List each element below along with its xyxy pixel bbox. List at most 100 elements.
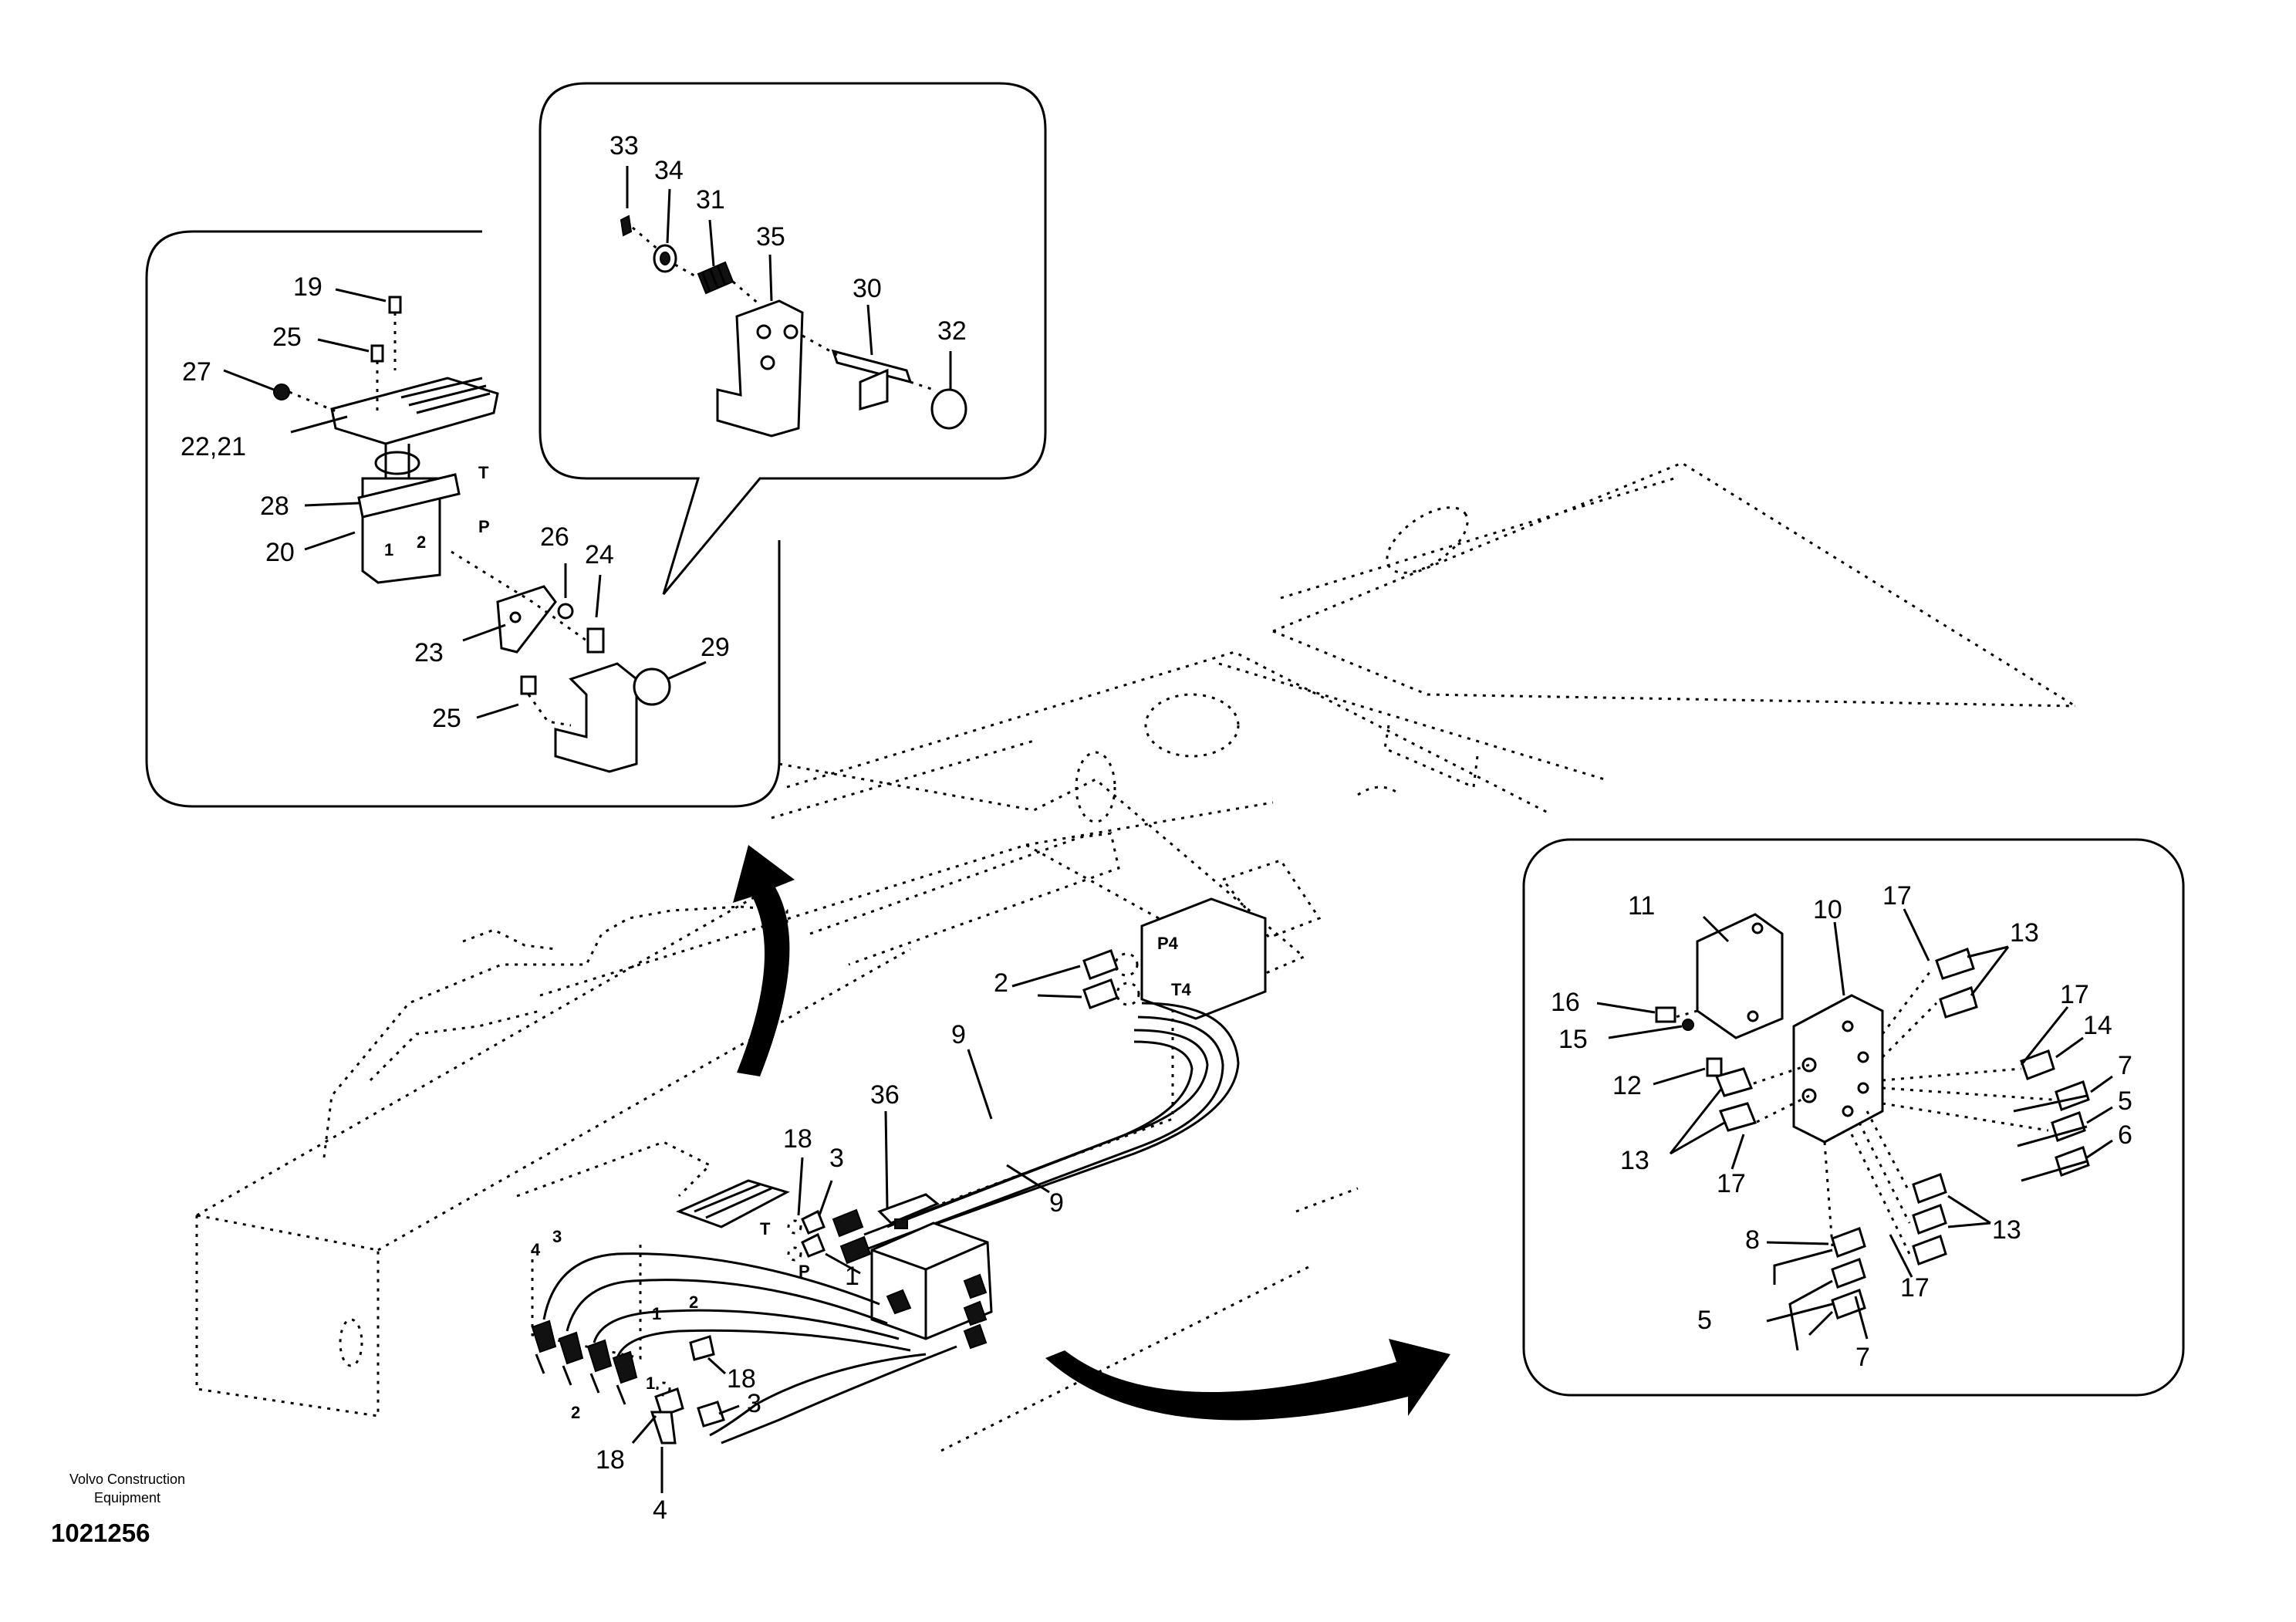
knob-29 (633, 667, 671, 706)
cover-plate-11 (1696, 913, 1784, 1039)
callout-17-top: 17 (1882, 881, 1912, 911)
callout-2-main: 2 (994, 968, 1008, 998)
callout-17-right: 17 (2060, 980, 2089, 1009)
bolt-25-top (370, 344, 384, 417)
port-mark-t: T (478, 463, 489, 482)
port-mark-1: 1 (384, 540, 393, 559)
callout-10: 10 (1813, 895, 1842, 924)
lever-bracket (554, 662, 638, 773)
port-mark-2: 2 (417, 532, 426, 552)
callout-9-low: 9 (1049, 1188, 1064, 1218)
callout-3-main: 3 (829, 1144, 844, 1173)
bolt-24 (586, 627, 605, 654)
callout-33: 33 (609, 131, 639, 161)
callout-24: 24 (585, 540, 614, 569)
callout-5-right: 5 (2118, 1086, 2132, 1116)
port-mark-1-main: 1 (652, 1304, 661, 1323)
callout-7-low: 7 (1855, 1343, 1870, 1372)
callout-12: 12 (1612, 1071, 1642, 1100)
hose-ends-valve (832, 1208, 988, 1350)
callout-13-left: 13 (1620, 1146, 1649, 1175)
callout-9-top: 9 (951, 1020, 966, 1049)
callout-16: 16 (1551, 988, 1580, 1017)
machine-frame-outline (195, 461, 2076, 1452)
callout-19: 19 (293, 272, 322, 302)
callout-17-low: 17 (1900, 1273, 1930, 1303)
valve-block-10 (1792, 994, 1884, 1144)
callout-35: 35 (756, 222, 785, 252)
callout-15: 15 (1558, 1025, 1588, 1054)
port-mark-2-low: 2 (571, 1403, 580, 1422)
bolt-16 (1655, 1006, 1676, 1023)
callout-18-main: 18 (783, 1124, 812, 1154)
nut-27 (273, 384, 290, 400)
callout-25-top: 25 (272, 323, 302, 352)
callout-5-left: 5 (1697, 1306, 1712, 1335)
valve-block-detail-panel: 11 10 17 13 17 14 7 5 6 16 15 12 13 17 1… (1522, 838, 2185, 1397)
arrow-to-valve-detail (1045, 1339, 1450, 1421)
callout-8: 8 (1745, 1225, 1760, 1255)
bolt-25-low (520, 675, 537, 695)
callout-18-low: 18 (727, 1364, 756, 1394)
callout-11: 11 (1628, 891, 1655, 921)
pin-33 (620, 215, 633, 237)
linkage-detail-panel: 33 34 31 35 30 32 (539, 82, 1047, 595)
fittings-3-4-18: T P 1 2 1 2 3 4 (531, 1209, 826, 1445)
pilot-block-p4-t4: P4 T4 (1140, 897, 1267, 1020)
knob-32 (930, 388, 967, 430)
bracket-23 (496, 585, 557, 654)
callout-4: 4 (653, 1495, 667, 1525)
callout-17-left: 17 (1717, 1169, 1746, 1198)
callout-34: 34 (654, 156, 684, 185)
pedal-spring-plate (357, 473, 461, 519)
bolt-19 (388, 296, 402, 370)
callout-30: 30 (853, 274, 882, 303)
drawing-number: 1021256 (51, 1519, 150, 1547)
port-mark-1-low: 1 (646, 1374, 655, 1393)
callout-26: 26 (540, 522, 569, 552)
callout-29: 29 (701, 633, 730, 662)
port-mark-p-main: P (799, 1262, 810, 1281)
callout-27: 27 (182, 357, 211, 387)
bracket-35 (716, 299, 804, 438)
pedal-detail-panel: 1 2 T P 19 25 27 22,21 28 2 (145, 230, 781, 808)
port-mark-2-main: 2 (689, 1293, 698, 1312)
hose-ends-left (531, 1320, 638, 1405)
callout-6: 6 (2118, 1120, 2132, 1150)
callout-14: 14 (2083, 1011, 2112, 1040)
port-mark-4-main: 4 (531, 1240, 541, 1259)
port-mark-t-main: T (760, 1219, 771, 1238)
fittings-right (2020, 1049, 2090, 1177)
port-mark-p: P (478, 517, 490, 536)
washer-26 (557, 603, 574, 620)
callout-13-top: 13 (2010, 918, 2039, 948)
port-mark-p4: P4 (1157, 934, 1179, 953)
callout-13-low: 13 (1992, 1215, 2021, 1245)
plug-12 (1706, 1057, 1723, 1077)
hoses-9 (863, 1002, 1240, 1252)
callout-36: 36 (870, 1080, 900, 1110)
callout-32: 32 (937, 316, 967, 346)
pedal-plate (330, 377, 499, 445)
fittings-lower (1831, 1173, 1947, 1320)
port-mark-t4: T4 (1171, 980, 1191, 999)
callout-18-bottom: 18 (596, 1445, 625, 1475)
callout-7-right: 7 (2118, 1051, 2132, 1080)
hoses-main (542, 1252, 957, 1445)
callout-23: 23 (414, 638, 444, 667)
callout-25-low: 25 (432, 704, 461, 733)
pedal-on-machine (516, 1140, 790, 1360)
callout-31: 31 (696, 185, 725, 215)
callout-28: 28 (260, 492, 289, 521)
arrow-to-pedal-detail (733, 845, 795, 1076)
elbow-fittings-13-left (1714, 1067, 1757, 1132)
callout-1: 1 (845, 1262, 859, 1291)
fittings-2 (1082, 949, 1140, 1009)
callout-22-21: 22,21 (181, 432, 246, 461)
elbow-fittings-13-top (1935, 948, 1978, 1019)
port-mark-3-main: 3 (552, 1227, 562, 1246)
brand-caption: Volvo Construction Equipment (69, 1472, 186, 1505)
callout-20: 20 (265, 538, 295, 567)
callout-3-low: 3 (747, 1389, 761, 1418)
